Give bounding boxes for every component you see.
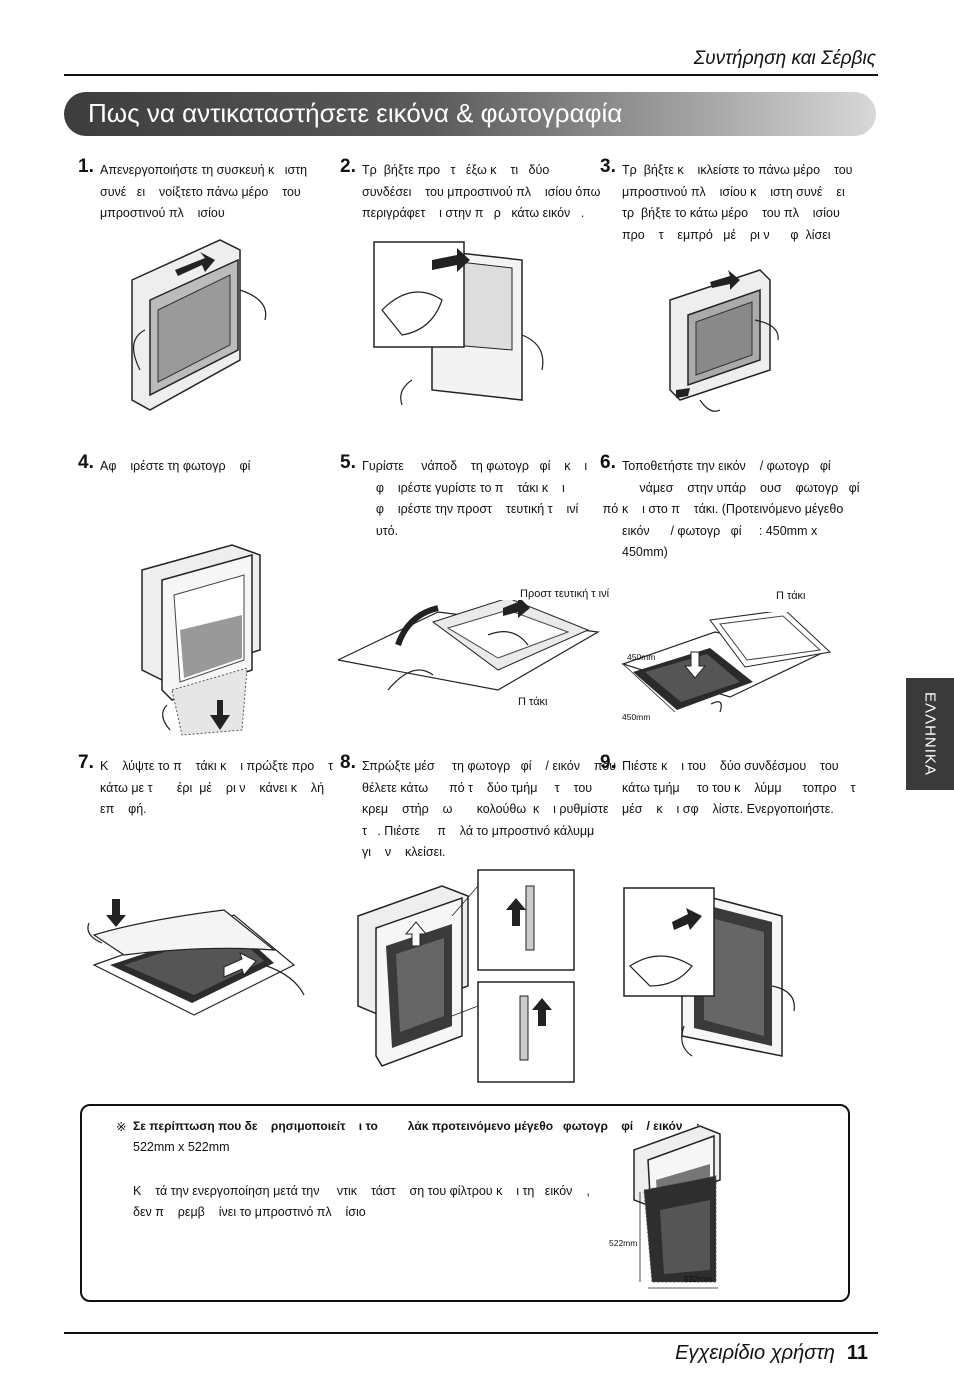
illustration-step-3 — [669, 269, 779, 412]
step-text: Γυρίστε νάποδ τη φωτογρ φί κ ι φ ιρέστε … — [362, 459, 619, 538]
step-text: Τοποθετήστε την εικόν / φωτογρ φί νάμεσ … — [622, 459, 860, 559]
step-text: Τρ βήξτε κ ικλείστε το πάνω μέρο του μπρ… — [622, 163, 853, 242]
step-number: 3. — [600, 156, 616, 177]
section-header: Συντήρηση και Σέρβις — [693, 48, 876, 69]
step-number: 8. — [340, 752, 356, 773]
step-text: Κ λύψτε το π τάκι κ ι πρώξτε προ τ κάτω … — [100, 759, 334, 816]
step-number: 9. — [600, 752, 616, 773]
illustration-step-2 — [373, 241, 544, 406]
illustration-step-6 — [621, 612, 832, 713]
illustration-step-5 — [338, 600, 600, 691]
step-number: 2. — [340, 156, 356, 177]
step-text: Σπρώξτε μέσ τη φωτογρ φί / εικόν που θέλ… — [362, 759, 617, 859]
note-line-1: Σε περίπτωση που δε ρησιμοποιείτ ι το λά… — [133, 1119, 700, 1133]
note-line-2: 522mm x 522mm — [133, 1140, 230, 1154]
illustration-step-8 — [357, 869, 575, 1083]
label-dimension-522-side: 522mm — [609, 1238, 638, 1248]
footer-text: Εγχειρίδιο χρήστη — [675, 1342, 835, 1364]
step-number: 5. — [340, 452, 356, 473]
label-dimension-450-bottom: 450mm — [622, 712, 651, 722]
step-number: 4. — [78, 452, 94, 473]
page-number: 11 — [846, 1342, 868, 1364]
illustration-note — [633, 1125, 721, 1289]
label-plate-step-6: Π τάκι — [776, 590, 806, 602]
title-bar: Πως να αντικαταστήσετε εικόνα & φωτογραφ… — [64, 92, 876, 136]
note-box — [80, 1104, 850, 1302]
illustration-step-1 — [131, 239, 267, 411]
label-dimension-450-top: 450mm — [627, 652, 656, 662]
step-number: 6. — [600, 452, 616, 473]
illustration-step-7 — [87, 899, 305, 1016]
step-number: 7. — [78, 752, 94, 773]
page-title: Πως να αντικαταστήσετε εικόνα & φωτογραφ… — [88, 98, 623, 128]
note-line-4: δεν π ρεμβ ίνει το μπροστινό πλ ίσιο — [133, 1205, 366, 1219]
step-text: Πιέστε κ ι του δύο συνδέσμου του κάτω τμ… — [622, 759, 856, 816]
label-dimension-522-bottom: 522mm — [684, 1274, 713, 1284]
top-rule — [64, 74, 878, 76]
footer: Εγχειρίδιο χρήστη 11 — [675, 1342, 868, 1365]
step-text: Τρ βήξτε προ τ έξω κ τι δύο συνδέσει του… — [362, 163, 601, 220]
step-text: Απενεργοποιήστε τη συσκευή κ ιστη συνέ ε… — [100, 163, 308, 220]
label-plate-step-5: Π τάκι — [518, 696, 548, 708]
illustration-step-9 — [623, 887, 795, 1057]
illustration-step-4 — [141, 544, 261, 736]
bottom-rule — [64, 1332, 878, 1334]
step-number: 1. — [78, 156, 94, 177]
language-tab: ΕΛΛΗΝΙΚΑ — [906, 678, 954, 790]
note-symbol: ※ — [116, 1120, 127, 1134]
step-text: Αφ ιρέστε τη φωτογρ φί — [100, 459, 251, 473]
note-line-3: Κ τά την ενεργοποίηση μετά την ντικ τάστ… — [133, 1184, 590, 1198]
label-protective-tape: Προστ τευτική τ ινί — [520, 588, 610, 600]
language-tab-label: ΕΛΛΗΝΙΚΑ — [921, 692, 939, 776]
